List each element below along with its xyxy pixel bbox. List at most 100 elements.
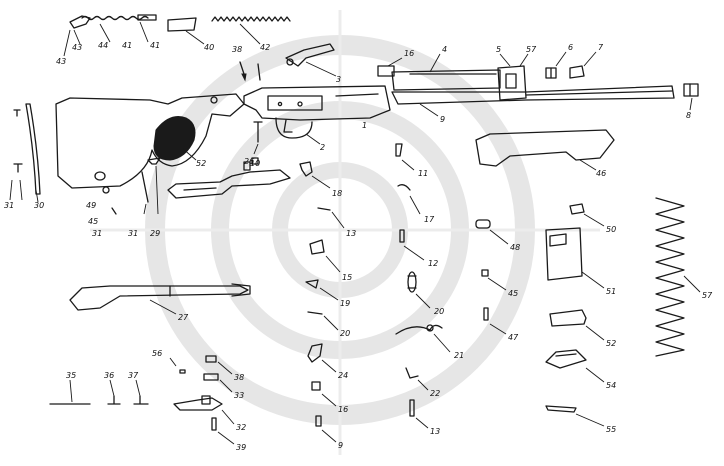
part-40-receiver-cover-insert (167, 17, 205, 45)
label-31b: 31 (92, 229, 102, 238)
part-52-follower (549, 309, 605, 341)
label-49: 49 (86, 201, 96, 210)
trigger-guard-group (275, 117, 321, 145)
part-9-small-lower (315, 415, 337, 443)
label-7: 7 (598, 43, 604, 52)
recoil-spring-assembly (63, 14, 157, 57)
label-26: 26 (244, 157, 254, 166)
part-51-magazine-body (545, 227, 605, 289)
label-51: 51 (606, 287, 616, 296)
label-4: 4 (442, 45, 447, 54)
part-17-spring-clip (397, 184, 421, 215)
part-8-barrel (391, 85, 675, 117)
part-39-pin (211, 417, 235, 445)
label-54: 54 (606, 381, 616, 390)
part-13-pin-lower (409, 399, 429, 429)
part-24-disconnector (307, 343, 337, 373)
label-8: 8 (686, 111, 691, 120)
label-2: 2 (320, 143, 325, 152)
part-31-screws (9, 109, 23, 201)
part-26-screw (253, 121, 263, 155)
label-3: 3 (336, 75, 341, 84)
label-40: 40 (204, 43, 214, 52)
part-20-coil (407, 271, 431, 309)
label-46: 46 (596, 169, 606, 178)
part-55-pin-long (545, 405, 605, 427)
label-52b: 52 (606, 339, 616, 348)
part-18-hammer (299, 161, 331, 189)
label-57: 57 (526, 45, 537, 54)
label-56: 56 (152, 349, 162, 358)
label-16b: 16 (338, 405, 348, 414)
label-19: 19 (340, 299, 350, 308)
label-11: 11 (418, 169, 428, 178)
part-48-ring (475, 219, 509, 245)
label-5: 5 (496, 45, 501, 54)
part-36-pin (107, 379, 121, 405)
part-5-gas-block (497, 53, 529, 101)
part-21-spring-wire (395, 324, 451, 353)
part-11-pin-pair (395, 143, 415, 171)
part-15-catch (309, 239, 341, 273)
label-38b: 38 (234, 373, 244, 382)
part-3-rear-sight (285, 43, 337, 77)
label-38: 38 (232, 45, 242, 54)
part-45-pin (481, 269, 507, 291)
part-19-small (305, 279, 339, 301)
part-13-pin-short (317, 207, 345, 229)
part-37-pin (133, 379, 149, 405)
part-35-firing-pin (49, 379, 91, 405)
part-16-rear-trunnion (377, 57, 403, 77)
part-16-small-block (311, 381, 337, 407)
part-19-bolt-carrier (167, 161, 291, 199)
label-48: 48 (510, 243, 520, 252)
label-55: 55 (606, 425, 616, 434)
label-45: 45 (88, 217, 98, 226)
part-33-block (203, 373, 233, 393)
label-43b: 43 (56, 57, 66, 66)
label-31c: 31 (128, 229, 138, 238)
label-35: 35 (66, 371, 76, 380)
label-57b: 57 (702, 291, 713, 300)
part-labels: 43 44 41 43 41 40 42 38 3 16 4 5 57 6 7 … (4, 41, 713, 452)
label-15: 15 (342, 273, 352, 282)
label-24: 24 (338, 371, 348, 380)
part-12-pin-vertical (399, 229, 425, 261)
label-12: 12 (428, 259, 438, 268)
part-22-pin-clip (405, 367, 429, 391)
part-52-stock (55, 93, 245, 189)
label-44: 44 (98, 41, 108, 50)
label-27: 27 (178, 313, 189, 322)
label-6: 6 (568, 43, 573, 52)
part-27-gas-piston (69, 283, 251, 315)
label-9: 9 (440, 115, 445, 124)
label-20b: 20 (340, 329, 350, 338)
label-36: 36 (104, 371, 114, 380)
label-30: 30 (34, 201, 44, 210)
label-33: 33 (234, 391, 244, 400)
label-1: 1 (362, 121, 367, 130)
part-50-latch (569, 203, 605, 227)
part-6-ring (545, 51, 567, 79)
label-37: 37 (128, 371, 139, 380)
part-30-buttplate (25, 103, 41, 203)
pin-group-center-left (141, 157, 161, 215)
label-41b: 41 (150, 41, 160, 50)
label-43: 43 (72, 43, 82, 52)
label-45b: 45 (508, 289, 518, 298)
part-49-washer (94, 171, 117, 215)
part-38-small (205, 355, 233, 375)
label-31: 31 (4, 201, 14, 210)
label-22: 22 (430, 389, 440, 398)
label-13: 13 (346, 229, 356, 238)
label-18: 18 (332, 189, 342, 198)
part-10-washer-small (251, 157, 259, 165)
part-38-pins (239, 61, 261, 82)
part-1-receiver (243, 85, 391, 121)
label-17: 17 (424, 215, 435, 224)
label-16: 16 (404, 49, 414, 58)
label-32: 32 (236, 423, 246, 432)
label-21: 21 (454, 351, 464, 360)
label-39: 39 (236, 443, 246, 452)
label-47: 47 (508, 333, 519, 342)
